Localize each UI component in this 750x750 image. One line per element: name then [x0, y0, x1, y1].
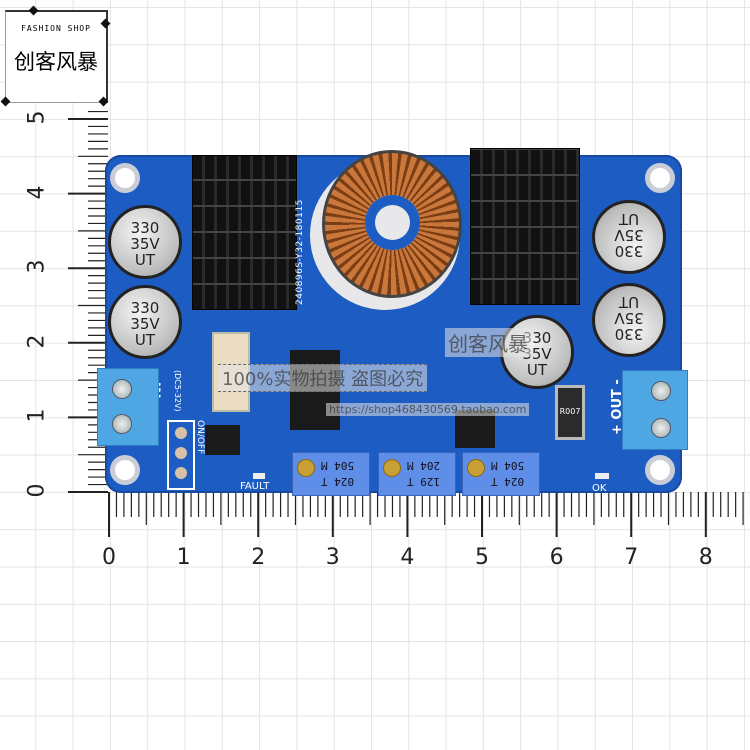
mounting-hole — [645, 163, 675, 193]
watermark-store: 创客风暴 — [445, 328, 531, 357]
input-terminal-block[interactable] — [97, 368, 159, 446]
regulator-ic — [205, 425, 240, 455]
ruler-label: 8 — [698, 545, 713, 570]
ruler-label: 1 — [176, 545, 191, 570]
ruler-label: 5 — [24, 110, 50, 125]
on-off-label: ON/OFF — [195, 420, 205, 455]
logo-name: 创客风暴 — [14, 50, 98, 74]
mosfet — [455, 410, 495, 448]
mounting-hole — [645, 455, 675, 485]
pcb-code: 240896S-Y32-180115 — [295, 199, 305, 305]
shop-logo: FASHION SHOP 创客风暴 — [0, 5, 111, 107]
ruler-label: 5 — [475, 545, 489, 570]
ruler-label: 1 — [24, 408, 50, 423]
output-terminal-block[interactable] — [622, 370, 688, 450]
fault-led — [253, 473, 265, 479]
heatsink-right — [470, 148, 580, 305]
ok-led — [595, 473, 609, 479]
on-off-header — [167, 420, 195, 490]
logo-brand: FASHION SHOP — [21, 24, 91, 33]
horizontal-ruler — [108, 492, 750, 537]
ruler-label: 0 — [24, 483, 50, 498]
ruler-label: 2 — [251, 545, 266, 570]
fault-label: FAULT — [240, 481, 270, 492]
ruler-label: 6 — [549, 545, 564, 570]
shunt-resistor: R007 — [555, 385, 585, 440]
heatsink-left — [192, 155, 297, 310]
ruler-label: 0 — [102, 545, 116, 570]
mounting-hole — [110, 455, 140, 485]
ok-label: OK — [592, 483, 607, 494]
ruler-label: 4 — [24, 185, 50, 200]
ruler-label: 3 — [325, 545, 340, 570]
ruler-label: 7 — [624, 545, 639, 570]
toroid-inductor — [322, 150, 462, 298]
ruler-label: 2 — [24, 334, 50, 349]
ruler-label: 3 — [24, 259, 50, 274]
watermark-url: https://shop468430569.taobao.com — [326, 403, 530, 416]
watermark-slogan: 100%实物拍摄 盗图必究 — [218, 364, 428, 392]
ruler-label: 4 — [400, 545, 415, 570]
mounting-hole — [110, 163, 140, 193]
